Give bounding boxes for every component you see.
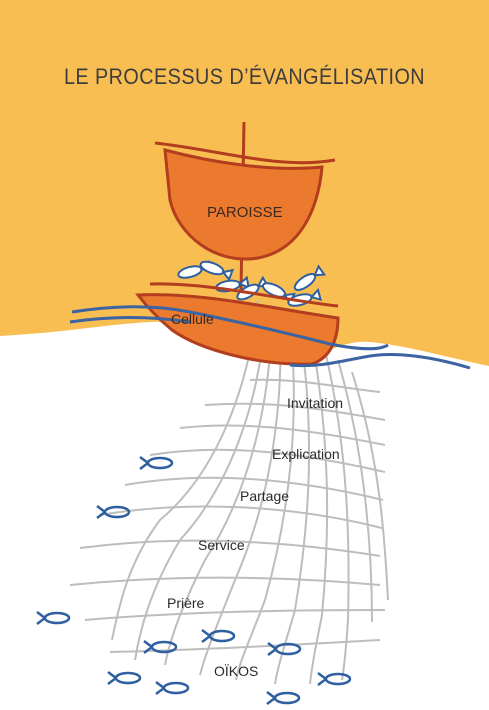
sail-paroisse xyxy=(163,147,324,261)
fish-icon xyxy=(266,691,301,705)
sea-waves xyxy=(69,305,471,370)
fishing-net xyxy=(69,299,389,685)
diagram-title: LE PROCESSUS D’ÉVANGÉLISATION xyxy=(63,64,426,89)
label-priere: Prière xyxy=(167,595,205,611)
sail-top-line xyxy=(154,141,336,165)
fish-icon xyxy=(201,629,236,643)
fish-icon xyxy=(143,640,178,654)
label-paroisse: PAROISSE xyxy=(207,204,283,221)
fish-icon xyxy=(155,681,190,695)
fish-icon xyxy=(96,505,131,519)
fish-icon xyxy=(36,611,71,625)
label-service: Service xyxy=(198,537,245,553)
fish-icon xyxy=(267,642,302,656)
fish-icon xyxy=(139,456,174,470)
label-partage: Partage xyxy=(240,488,290,504)
fish-icon xyxy=(317,672,352,686)
boat-fish-group xyxy=(177,259,327,307)
label-explication: Explication xyxy=(272,446,340,462)
sea-fish-group xyxy=(36,456,352,705)
label-cellule: Cellule xyxy=(171,311,214,327)
hull-top-line xyxy=(149,282,339,308)
fish-icon xyxy=(107,671,142,685)
label-invitation: Invitation xyxy=(287,395,344,411)
label-oikos: OÏKOS xyxy=(214,663,259,679)
